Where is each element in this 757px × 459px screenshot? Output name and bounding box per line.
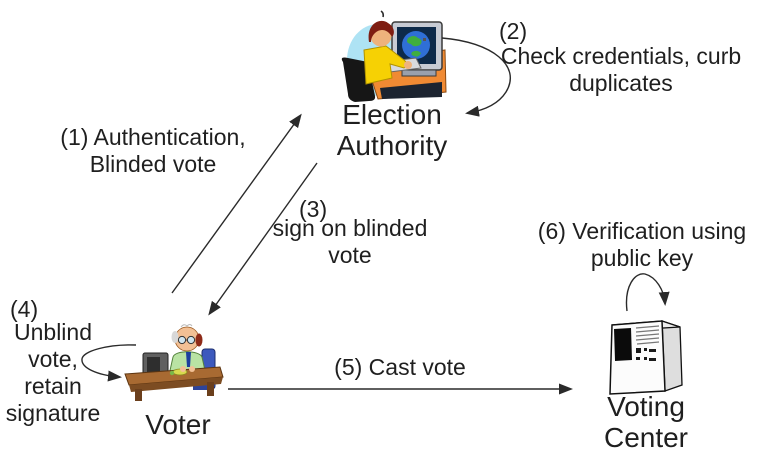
step1-authentication-label: (1) Authentication, Blinded vote	[60, 124, 246, 177]
step3-sign-blinded-vote-label: sign on blinded vote	[272, 215, 428, 268]
step2-check-credentials-label: Check credentials, curb duplicates	[500, 43, 742, 96]
step6-verification-label: (6) Verification using public key	[537, 218, 747, 271]
voting-center-label: Voting Center	[603, 391, 689, 453]
voter-label: Voter	[145, 409, 211, 440]
clerk-at-computer-icon	[341, 20, 447, 102]
step2-number: (2)	[499, 18, 528, 44]
server-tower-icon	[609, 320, 683, 395]
voter-at-desk-icon	[124, 324, 224, 401]
election-authority-label: Election Authority	[336, 99, 448, 161]
arrow-step6-voting-center-self-loop	[625, 273, 670, 312]
step5-cast-vote-label: (5) Cast vote	[334, 354, 466, 380]
step4-unblind-vote-label: Unblind vote, retain signature	[5, 319, 101, 426]
step4-number: (4)	[10, 296, 39, 322]
